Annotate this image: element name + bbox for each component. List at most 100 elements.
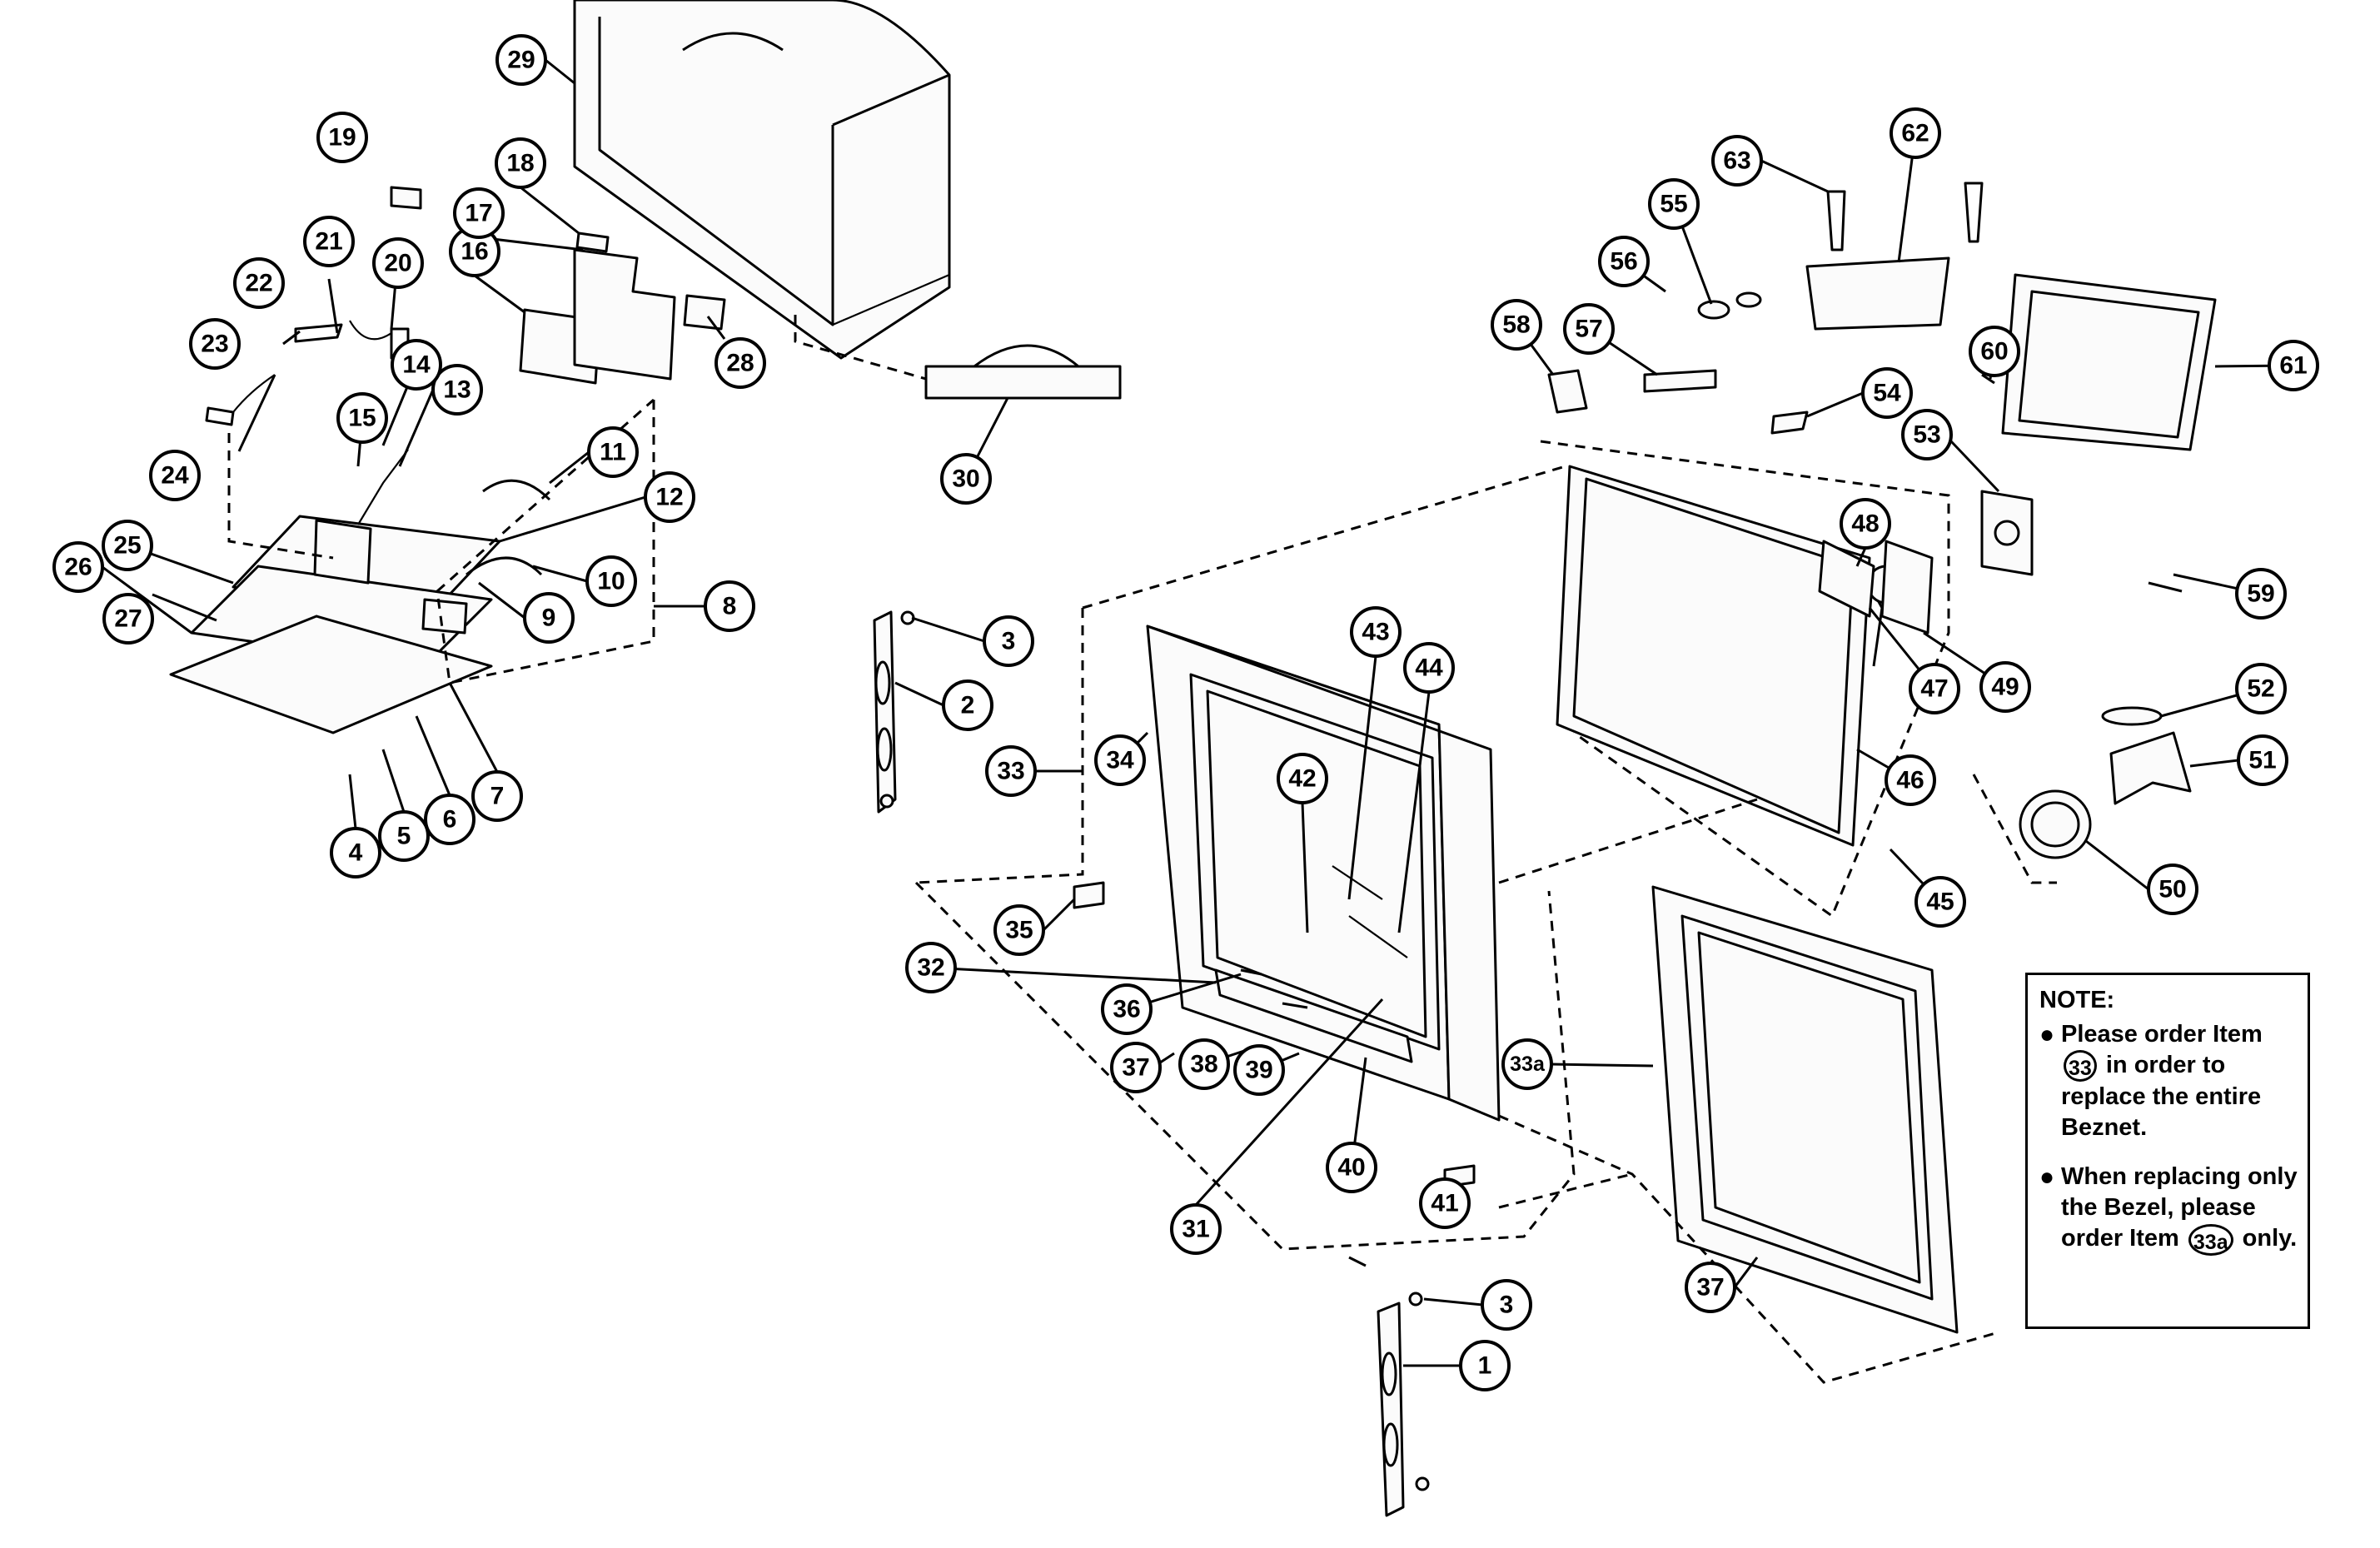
callout-44: 44 (1403, 642, 1455, 694)
svg-text:40: 40 (1337, 1154, 1365, 1182)
svg-text:52: 52 (2247, 675, 2274, 703)
svg-text:23: 23 (201, 331, 228, 358)
svg-text:22: 22 (245, 270, 272, 297)
svg-text:56: 56 (1610, 248, 1637, 276)
svg-text:36: 36 (1113, 996, 1140, 1023)
svg-text:60: 60 (1980, 338, 2008, 366)
svg-text:63: 63 (1723, 147, 1750, 175)
callout-33a: 33a (1501, 1038, 1553, 1090)
note-box: NOTE: ● Please order Item 33 in order to… (2025, 973, 2310, 1329)
callout-47: 47 (1909, 663, 1960, 714)
callout-40: 40 (1326, 1142, 1377, 1193)
svg-text:25: 25 (113, 532, 141, 560)
callout-36: 36 (1101, 983, 1153, 1035)
callout-51: 51 (2237, 734, 2288, 786)
svg-text:53: 53 (1913, 421, 1940, 449)
callout-13: 13 (431, 364, 483, 416)
svg-text:50: 50 (2158, 876, 2186, 903)
svg-text:16: 16 (461, 238, 488, 266)
svg-text:34: 34 (1106, 747, 1134, 774)
svg-text:49: 49 (1991, 674, 2019, 701)
callout-39: 39 (1233, 1044, 1285, 1096)
callout-53: 53 (1901, 409, 1953, 460)
callout-57: 57 (1563, 303, 1615, 355)
speaker-ring-50-51-52 (2019, 706, 2192, 859)
callout-32: 32 (905, 942, 957, 993)
note-item-2: ● When replacing only the Bezel, please … (2039, 1162, 2298, 1256)
svg-text:44: 44 (1415, 655, 1443, 682)
callout-20: 20 (372, 237, 424, 289)
note-item-2-after: only. (2242, 1225, 2298, 1252)
svg-text:29: 29 (507, 47, 535, 74)
svg-text:47: 47 (1920, 675, 1948, 703)
callout-43: 43 (1350, 606, 1402, 658)
callout-38: 38 (1178, 1038, 1230, 1090)
svg-text:3: 3 (1500, 1292, 1514, 1319)
svg-text:3: 3 (1002, 628, 1016, 655)
note-item-2-before: When replacing only the Bezel, please or… (2061, 1163, 2298, 1252)
callout-60: 60 (1969, 326, 2020, 377)
note-item-1-before: Please order Item (2061, 1021, 2263, 1048)
callout-37-left: 37 (1110, 1042, 1162, 1093)
svg-text:20: 20 (384, 250, 411, 277)
speaker-grille-1-2 (873, 610, 1405, 1517)
svg-text:59: 59 (2247, 580, 2274, 608)
callout-29: 29 (495, 34, 547, 86)
callout-5: 5 (378, 810, 430, 862)
callout-27: 27 (102, 593, 154, 645)
callout-24: 24 (149, 450, 201, 501)
callout-48: 48 (1840, 498, 1891, 550)
callout-34: 34 (1094, 734, 1146, 786)
svg-text:15: 15 (348, 405, 376, 432)
note-item-1-after: in order to replace the entire Beznet. (2061, 1052, 2262, 1142)
callout-19: 19 (316, 112, 368, 163)
svg-text:54: 54 (1873, 380, 1901, 407)
callout-52: 52 (2235, 663, 2287, 714)
callout-9: 9 (523, 592, 575, 644)
svg-text:35: 35 (1005, 917, 1033, 944)
callout-49: 49 (1979, 661, 2031, 713)
callout-26: 26 (52, 541, 104, 593)
callout-54: 54 (1861, 367, 1913, 419)
svg-text:8: 8 (723, 593, 737, 620)
svg-text:55: 55 (1660, 191, 1687, 218)
callout-25: 25 (102, 520, 153, 571)
svg-text:27: 27 (114, 605, 142, 633)
note-item-1-ref: 33 (2064, 1050, 2097, 1083)
callout-46: 46 (1885, 754, 1936, 806)
svg-text:32: 32 (917, 954, 944, 982)
svg-text:17: 17 (465, 200, 492, 227)
callout-28: 28 (714, 337, 766, 389)
svg-text:1: 1 (1478, 1352, 1492, 1380)
callout-59: 59 (2235, 568, 2287, 620)
circuit-board-16-17-18-28 (390, 186, 726, 385)
svg-text:21: 21 (315, 228, 342, 256)
callout-3-top: 3 (983, 615, 1034, 667)
callout-12: 12 (644, 471, 695, 523)
svg-text:12: 12 (655, 484, 683, 511)
svg-text:48: 48 (1851, 510, 1879, 538)
rear-stand-30 (924, 344, 1122, 400)
callout-14: 14 (391, 339, 442, 391)
bullet-icon: ● (2039, 1163, 2055, 1192)
svg-text:6: 6 (443, 806, 457, 834)
callout-55: 55 (1648, 178, 1700, 230)
svg-text:51: 51 (2248, 747, 2276, 774)
callout-56: 56 (1598, 236, 1650, 287)
svg-text:28: 28 (726, 350, 754, 377)
main-chassis-board (169, 320, 551, 734)
bullet-icon: ● (2039, 1021, 2055, 1048)
note-item-2-text: When replacing only the Bezel, please or… (2061, 1162, 2298, 1256)
svg-text:42: 42 (1288, 765, 1316, 793)
bezel-33a (1651, 885, 1959, 1334)
callout-35: 35 (993, 904, 1045, 956)
callout-31: 31 (1170, 1203, 1222, 1255)
svg-text:37: 37 (1122, 1054, 1149, 1082)
callout-4: 4 (330, 827, 381, 879)
callout-15: 15 (336, 392, 388, 444)
leader-lines (102, 58, 2294, 1367)
svg-text:5: 5 (397, 823, 411, 850)
note-item-1-text: Please order Item 33 in order to replace… (2061, 1019, 2298, 1143)
svg-text:43: 43 (1362, 619, 1389, 646)
